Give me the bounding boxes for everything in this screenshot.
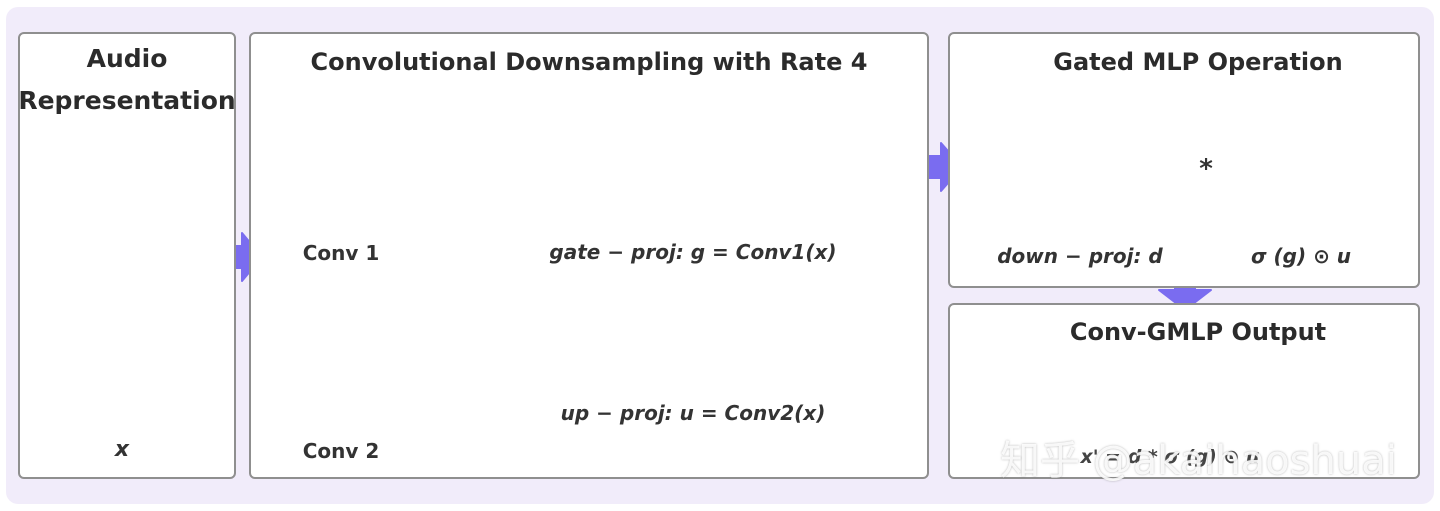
conv1-label: Conv 1 — [302, 241, 380, 265]
conv-panel — [249, 32, 929, 479]
down-proj-formula: down − proj: d — [997, 244, 1163, 268]
audio-x-label: x — [114, 437, 130, 462]
gmlp-panel — [948, 32, 1420, 288]
conv-title: Convolutional Downsampling with Rate 4 — [310, 48, 868, 76]
output-title: Conv-GMLP Output — [1069, 318, 1327, 346]
up-proj-formula: up − proj: u = Conv2(x) — [560, 401, 826, 425]
gate-proj-formula: gate − proj: g = Conv1(x) — [549, 240, 837, 264]
output-panel — [948, 303, 1420, 479]
gmlp-title: Gated MLP Operation — [1053, 48, 1343, 76]
output-formula: x' = d * σ (g) ⊙ u — [1080, 446, 1260, 468]
conv2-label: Conv 2 — [302, 439, 380, 463]
audio-title-line2: Representation — [18, 86, 236, 115]
audio-title-line1: Audio — [86, 44, 168, 73]
multiply-symbol: * — [1199, 154, 1213, 184]
audio-panel — [18, 32, 236, 479]
sigma-gate-formula: σ (g) ⊙ u — [1250, 244, 1352, 268]
watermark-text: 知乎 @akaihaoshuai — [1000, 438, 1397, 484]
